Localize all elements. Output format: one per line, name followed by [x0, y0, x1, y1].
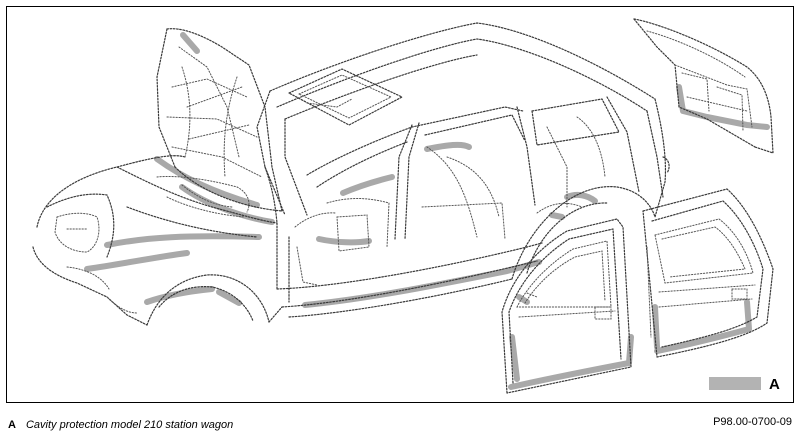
diagram-frame: .ln { fill: none; stroke: #3a3a3a; strok…: [6, 6, 794, 403]
figure-caption: A Cavity protection model 210 station wag…: [8, 419, 233, 431]
document-reference: P98.00-0700-09: [713, 416, 792, 428]
front-door: [501, 218, 634, 394]
tailgate: [633, 18, 774, 154]
rear-door: [642, 188, 774, 358]
caption-text: Cavity protection model 210 station wago…: [25, 419, 234, 431]
caption-key: A: [8, 419, 16, 431]
car-body: [32, 22, 670, 326]
legend-swatch: [709, 377, 761, 390]
body-outline: [32, 22, 670, 326]
legend-label: A: [769, 376, 780, 393]
body-shell-drawing: .ln { fill: none; stroke: #3a3a3a; strok…: [32, 18, 780, 394]
hood: [156, 28, 283, 212]
legend: A: [709, 376, 780, 393]
